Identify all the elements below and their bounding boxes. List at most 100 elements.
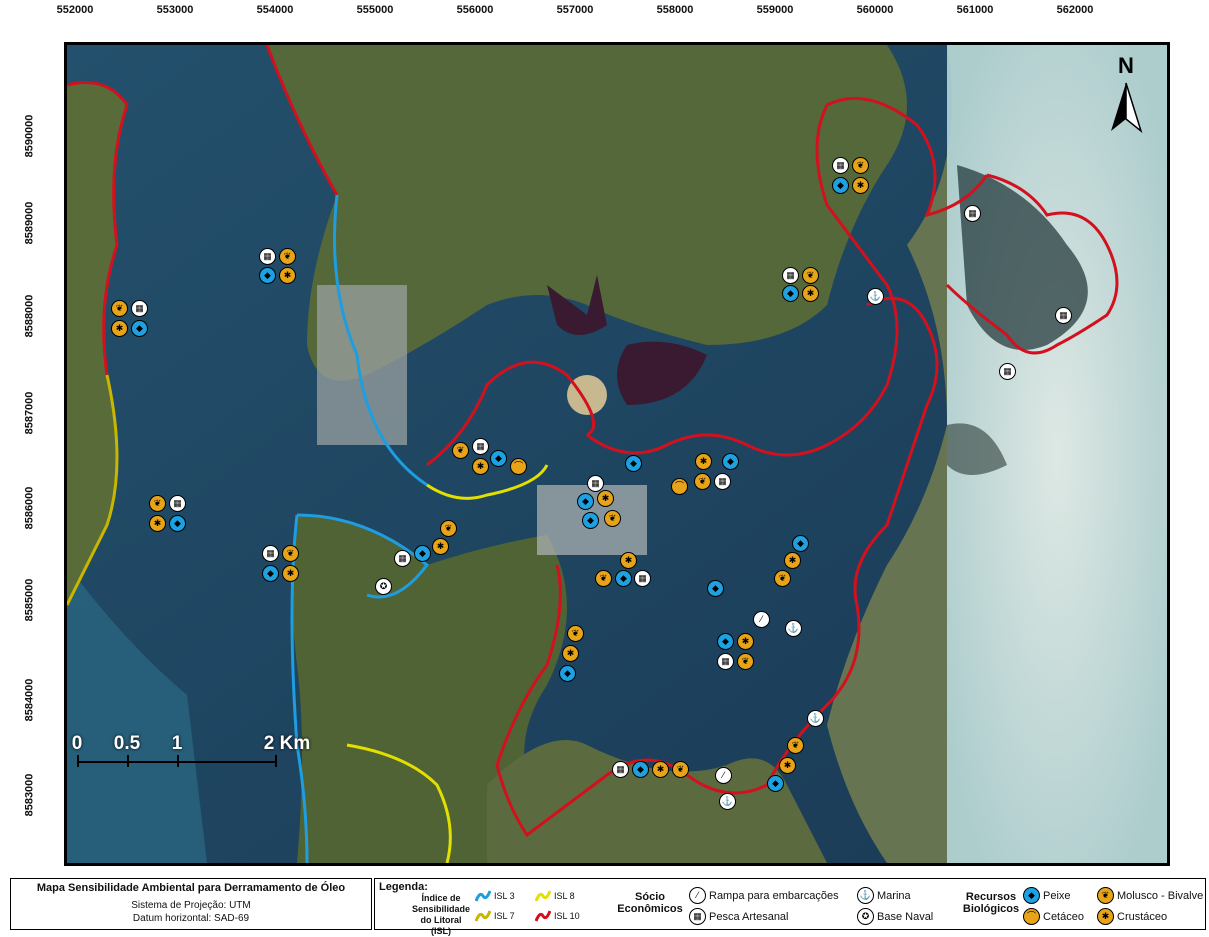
crustacean-icon[interactable]: ✱ <box>562 645 579 662</box>
anchor-icon[interactable]: ⚓ <box>785 620 802 637</box>
fishing-net-icon[interactable]: ▦ <box>634 570 651 587</box>
fishing-net-icon[interactable]: ▦ <box>999 363 1016 380</box>
cetaceo-label: Cetáceo <box>1043 910 1084 923</box>
northing-label: 8588000 <box>23 294 36 338</box>
mollusc-icon[interactable]: ❦ <box>604 510 621 527</box>
fish-icon[interactable]: ◆ <box>414 545 431 562</box>
mollusc-icon[interactable]: ❦ <box>852 157 869 174</box>
crustacean-icon[interactable]: ✱ <box>597 490 614 507</box>
fish-icon[interactable]: ◆ <box>615 570 632 587</box>
mollusc-icon[interactable]: ❦ <box>694 473 711 490</box>
mollusc-icon[interactable]: ❦ <box>567 625 584 642</box>
cetacean-icon[interactable]: ⌒ <box>510 458 527 475</box>
crustacean-icon[interactable]: ✱ <box>779 757 796 774</box>
fish-icon[interactable]: ◆ <box>767 775 784 792</box>
northing-label: 8589000 <box>23 201 36 245</box>
scale-tick <box>77 755 79 767</box>
fishing-net-icon[interactable]: ▦ <box>714 473 731 490</box>
fish-icon[interactable]: ◆ <box>131 320 148 337</box>
fishing-net-icon[interactable]: ▦ <box>964 205 981 222</box>
fishing-net-icon[interactable]: ▦ <box>612 761 629 778</box>
mollusc-icon[interactable]: ❦ <box>802 267 819 284</box>
fishing-net-icon[interactable]: ▦ <box>394 550 411 567</box>
fish-icon[interactable]: ◆ <box>707 580 724 597</box>
datum-text: Datum horizontal: SAD-69 <box>132 913 250 924</box>
fish-icon[interactable]: ◆ <box>559 665 576 682</box>
mollusc-icon[interactable]: ❦ <box>737 653 754 670</box>
isl7-label: ISL 7 <box>494 911 515 921</box>
mollusc-icon[interactable]: ❦ <box>787 737 804 754</box>
crustacean-icon[interactable]: ✱ <box>472 458 489 475</box>
mollusc-icon[interactable]: ❦ <box>452 442 469 459</box>
fish-icon[interactable]: ◆ <box>490 450 507 467</box>
crustacean-icon[interactable]: ✱ <box>784 552 801 569</box>
mollusc-icon[interactable]: ❦ <box>595 570 612 587</box>
fish-icon[interactable]: ◆ <box>832 177 849 194</box>
mollusc-icon[interactable]: ❦ <box>774 570 791 587</box>
crustacean-icon[interactable]: ✱ <box>737 633 754 650</box>
cetacean-icon[interactable]: ⌒ <box>671 478 688 495</box>
crustacean-icon[interactable]: ✱ <box>620 552 637 569</box>
mollusc-icon[interactable]: ❦ <box>282 545 299 562</box>
fish-icon[interactable]: ◆ <box>262 565 279 582</box>
fish-icon: ◆ <box>1023 887 1040 904</box>
mollusc-icon[interactable]: ❦ <box>149 495 166 512</box>
fishing-net-icon[interactable]: ▦ <box>717 653 734 670</box>
fish-icon[interactable]: ◆ <box>169 515 186 532</box>
easting-label: 555000 <box>356 4 394 16</box>
fishing-net-icon[interactable]: ▦ <box>131 300 148 317</box>
map-title: Mapa Sensibilidade Ambiental para Derram… <box>36 882 346 894</box>
naval-base-icon: ✪ <box>857 908 874 925</box>
crustacean-icon[interactable]: ✱ <box>111 320 128 337</box>
easting-label: 552000 <box>56 4 94 16</box>
land-north <box>267 45 907 381</box>
crustacean-icon[interactable]: ✱ <box>432 538 449 555</box>
fish-icon[interactable]: ◆ <box>259 267 276 284</box>
naval-base-icon[interactable]: ✪ <box>375 578 392 595</box>
mollusc-icon[interactable]: ❦ <box>279 248 296 265</box>
crustacean-icon: ✱ <box>1097 908 1114 925</box>
anchor-icon[interactable]: ⚓ <box>867 288 884 305</box>
anchor-icon[interactable]: ⚓ <box>719 793 736 810</box>
fish-icon[interactable]: ◆ <box>792 535 809 552</box>
crustacean-icon[interactable]: ✱ <box>652 761 669 778</box>
fishing-net-icon[interactable]: ▦ <box>587 475 604 492</box>
mollusc-icon[interactable]: ❦ <box>440 520 457 537</box>
fishing-net-icon[interactable]: ▦ <box>832 157 849 174</box>
marina-label: Marina <box>877 889 911 902</box>
scale-tick <box>275 755 277 767</box>
fishing-net-icon[interactable]: ▦ <box>259 248 276 265</box>
crustacean-icon[interactable]: ✱ <box>282 565 299 582</box>
isl10-label: ISL 10 <box>554 911 580 921</box>
fishing-net-icon[interactable]: ▦ <box>169 495 186 512</box>
fish-icon[interactable]: ◆ <box>625 455 642 472</box>
fish-icon[interactable]: ◆ <box>577 493 594 510</box>
mollusc-icon[interactable]: ❦ <box>672 761 689 778</box>
isl7-swatch <box>475 910 491 922</box>
base-label: Base Naval <box>877 910 934 923</box>
crustacean-icon[interactable]: ✱ <box>149 515 166 532</box>
scale-label: 2 Km <box>263 733 311 754</box>
mollusc-icon[interactable]: ❦ <box>111 300 128 317</box>
crustacean-icon[interactable]: ✱ <box>279 267 296 284</box>
legend-marina: ⚓ Marina <box>857 887 911 904</box>
fishing-net-icon[interactable]: ▦ <box>782 267 799 284</box>
pesca-label: Pesca Artesanal <box>709 910 789 923</box>
map-canvas[interactable]: N 0 0.5 1 2 Km ▦ ❦ ◆ ✱ ❦ ▦ ✱ ◆ ❦ ▦ ✱ ◆ ▦… <box>64 42 1170 866</box>
fish-icon[interactable]: ◆ <box>632 761 649 778</box>
boat-ramp-icon[interactable]: ⁄ <box>715 767 732 784</box>
anchor-icon[interactable]: ⚓ <box>807 710 824 727</box>
fish-icon[interactable]: ◆ <box>722 453 739 470</box>
fishing-net-icon[interactable]: ▦ <box>1055 307 1072 324</box>
cetacean-icon: ⌒ <box>1023 908 1040 925</box>
easting-label: 559000 <box>756 4 794 16</box>
fishing-net-icon[interactable]: ▦ <box>262 545 279 562</box>
crustacean-icon[interactable]: ✱ <box>695 453 712 470</box>
boat-ramp-icon[interactable]: ⁄ <box>753 611 770 628</box>
crustacean-icon[interactable]: ✱ <box>852 177 869 194</box>
fish-icon[interactable]: ◆ <box>582 512 599 529</box>
fishing-net-icon[interactable]: ▦ <box>472 438 489 455</box>
fish-icon[interactable]: ◆ <box>717 633 734 650</box>
crustacean-icon[interactable]: ✱ <box>802 285 819 302</box>
fish-icon[interactable]: ◆ <box>782 285 799 302</box>
